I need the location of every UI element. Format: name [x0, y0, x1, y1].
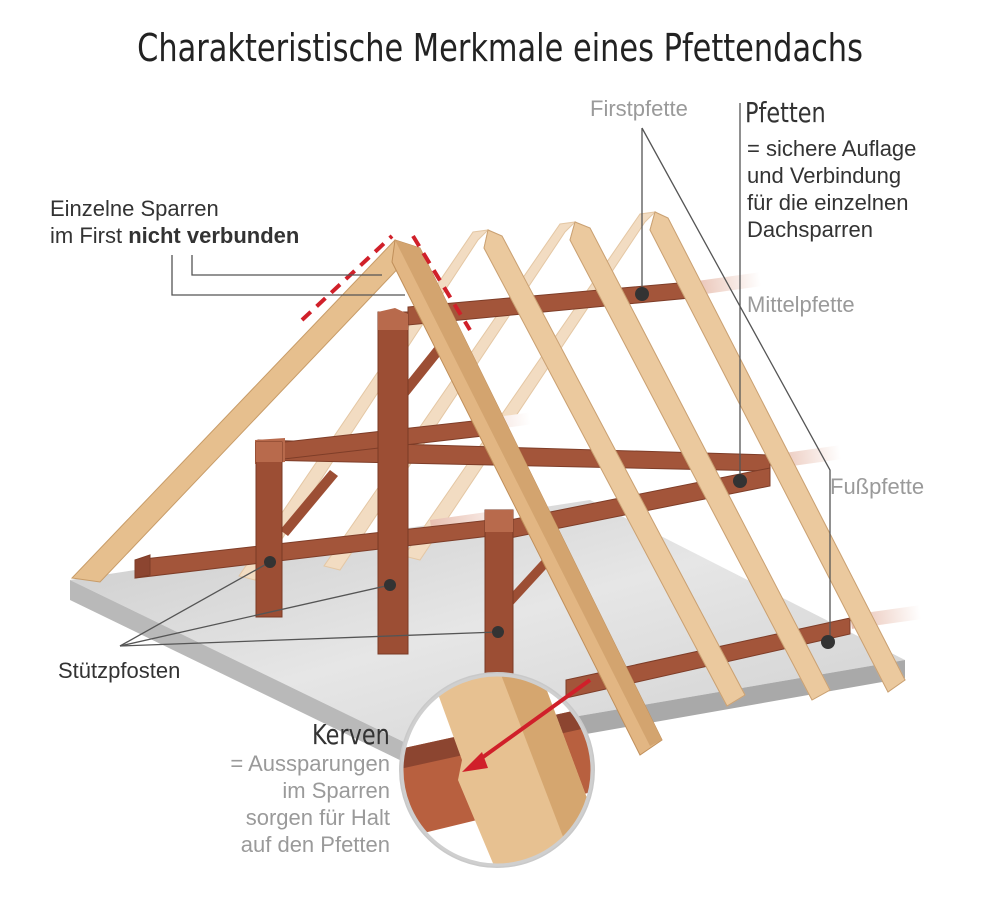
pfetten-line-3: für die einzelnen [747, 190, 909, 215]
kerven-line-4: auf den Pfetten [240, 832, 390, 857]
label-firstpfette: Firstpfette [590, 96, 688, 121]
support-posts [255, 308, 514, 696]
kerven-line-1: = Aussparungen [230, 751, 390, 776]
front-rafters [70, 239, 663, 756]
kerven-line-3: sorgen für Halt [245, 805, 390, 830]
sparren-note-line-1: Einzelne Sparren [50, 196, 219, 221]
post-middle [377, 311, 409, 655]
sparren-note: Einzelne Sparren im First nicht verbunde… [50, 195, 299, 249]
pfetten-heading: Pfetten [745, 96, 826, 129]
page-title: Charakteristische Merkmale eines Pfetten… [137, 26, 863, 70]
sparren-note-plain: im First [50, 223, 129, 248]
leader-dots [264, 287, 835, 649]
pfetten-line-4: Dachsparren [747, 217, 873, 242]
kerven-heading: Kerven [312, 718, 390, 751]
post-left [255, 441, 283, 618]
label-mittelpfette: Mittelpfette [747, 292, 855, 317]
ridge-gap-indicator [300, 234, 394, 322]
sparren-note-line-2: im First nicht verbunden [50, 222, 299, 249]
kerven-line-2: im Sparren [282, 778, 390, 803]
pfetten-description: = sichere Auflage und Verbindung für die… [747, 135, 916, 243]
leader-lines [119, 103, 831, 647]
post-right [484, 509, 514, 696]
sparren-note-bold: nicht verbunden [128, 223, 300, 248]
label-stuetzpfosten: Stützpfosten [58, 658, 181, 683]
pfetten-line-2: und Verbindung [747, 163, 902, 188]
pfetten-line-1: = sichere Auflage [747, 136, 917, 161]
label-fusspfette: Fußpfette [830, 474, 925, 499]
side-rafters [483, 211, 906, 707]
kerven-description: = Aussparungen im Sparren sorgen für Hal… [190, 750, 390, 858]
